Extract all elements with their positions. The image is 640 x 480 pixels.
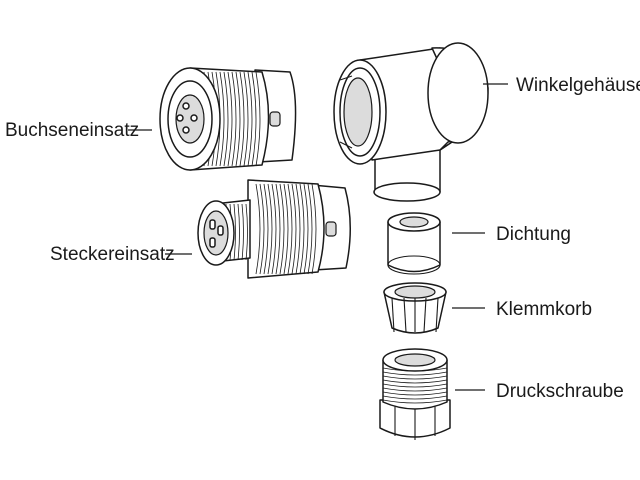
label-dichtung: Dichtung [496, 224, 571, 245]
label-steckereinsatz-group: Steckereinsatz [50, 244, 192, 265]
label-buchseneinsatz: Buchseneinsatz [5, 120, 139, 141]
label-steckereinsatz: Steckereinsatz [50, 244, 175, 265]
clamp-basket-drawing [383, 282, 447, 334]
label-winkelgehaeuse: Winkelgehäuse [516, 75, 640, 96]
label-klemmkorb: Klemmkorb [496, 299, 592, 320]
label-druckschraube: Druckschraube [496, 381, 624, 402]
label-dichtung-group: Dichtung [452, 224, 571, 245]
socket-insert-drawing [159, 67, 297, 171]
label-druckschraube-group: Druckschraube [455, 381, 624, 402]
seal-drawing [387, 212, 441, 275]
angled-housing-drawing [333, 42, 489, 202]
pressure-screw-drawing [379, 348, 451, 440]
label-winkelgehaeuse-group: Winkelgehäuse [483, 75, 640, 96]
label-buchseneinsatz-group: Buchseneinsatz [5, 120, 152, 141]
label-klemmkorb-group: Klemmkorb [452, 299, 592, 320]
plug-insert-drawing [197, 179, 351, 279]
